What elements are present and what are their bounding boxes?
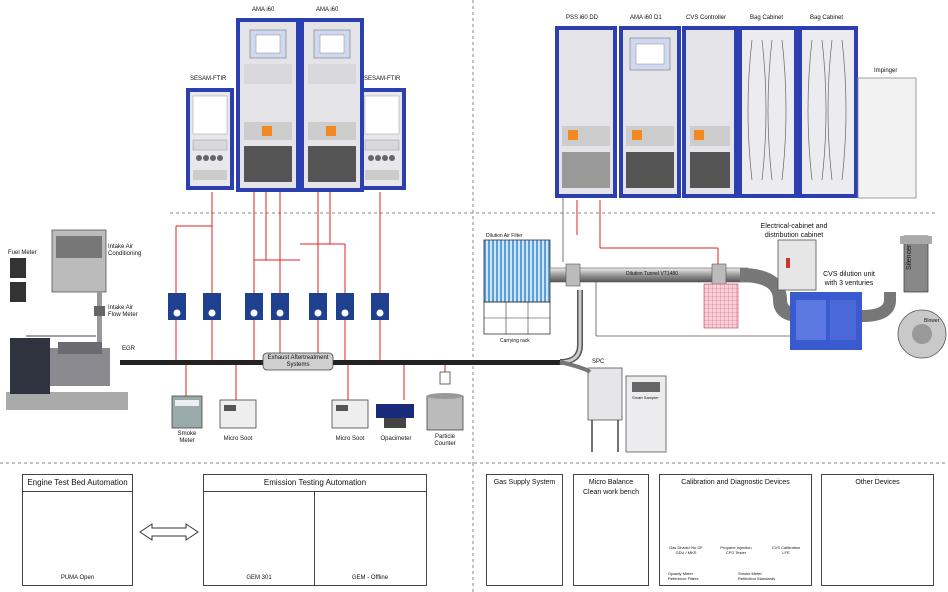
panel-micro-balance: Micro Balance Clean work bench — [573, 474, 649, 586]
double-arrow-icon — [139, 523, 199, 541]
label-ama-d1: AMA i60 D1 — [630, 15, 662, 21]
panel-title-gas-supply: Gas Supply System — [493, 479, 556, 486]
panel-emission-testing: Emission Testing Automation GEM 301 GEM … — [203, 474, 427, 586]
cvs-dilution-unit — [790, 292, 896, 350]
panel-title-calibration: Calibration and Diagnostic Devices — [681, 479, 790, 486]
micro-soot-device-2 — [331, 399, 369, 429]
sample-lines-left — [175, 192, 446, 400]
label-exhaust-aftertreatment: Exhaust Aftertreatment Systems — [267, 355, 329, 368]
label-intake-air-flow-meter: Intake Air Flow Meter — [108, 305, 138, 318]
sample-lines-right — [576, 200, 719, 264]
particle-counter-device — [426, 371, 464, 431]
panel-other-devices: Other Devices — [821, 474, 934, 586]
intake-air-conditioning-unit — [51, 229, 107, 293]
electrical-cabinet — [777, 239, 817, 291]
ama-i60-rack-2 — [300, 18, 364, 192]
label-bag-cabinet-2: Bag Cabinet — [810, 15, 844, 21]
dilution-air-filter — [483, 239, 551, 335]
label-sesam-right: SESAM-FTIR — [364, 76, 401, 82]
opacimeter-device — [376, 404, 414, 428]
label-spc: SPC — [592, 359, 605, 365]
fuel-meter — [10, 258, 26, 302]
label-micro-soot-1: Micro Soot — [223, 436, 253, 442]
label-ama-1: AMA i60 — [252, 7, 275, 13]
panel-title-engine-test-bed: Engine Test Bed Automation — [23, 478, 132, 492]
caption-propane-injection: Propane Injection CFO Tester — [720, 545, 752, 555]
ama-i60-rack-1 — [236, 18, 300, 192]
caption-puma-open: PUMA Open — [60, 575, 95, 581]
panel-title-emission-testing: Emission Testing Automation — [204, 478, 426, 492]
intake-air-flow-meter — [94, 292, 105, 342]
caption-smoke-meter: Smoke Meter Reflection Standards — [738, 571, 776, 581]
sesam-ftir-right-rack — [358, 88, 406, 190]
label-intake-air-conditioning: Intake Air Conditioning — [108, 244, 142, 257]
panel-title-other-devices: Other Devices — [855, 479, 900, 486]
analyzer-modules — [168, 293, 389, 320]
label-dilution-tunnel: Dilution Tunnel VT1480 — [626, 271, 678, 277]
label-opacimeter: Opacimeter — [380, 436, 412, 442]
label-silencer: Silencer — [906, 244, 913, 270]
panel-gas-supply: Gas Supply System — [486, 474, 563, 586]
label-cvs-controller: CVS Controller — [686, 15, 727, 21]
label-blower: Blower — [924, 318, 940, 324]
panel-engine-test-bed: Engine Test Bed Automation PUMA Open — [22, 474, 133, 586]
caption-gem-301: GEM 301 — [246, 575, 272, 581]
spc-unit — [559, 360, 623, 452]
caption-gem-offline: GEM - Offline — [351, 575, 389, 581]
panel-divider — [314, 492, 315, 585]
panel-calibration: Calibration and Diagnostic Devices Gas D… — [659, 474, 812, 586]
label-ama-2: AMA i60 — [316, 7, 339, 13]
smoke-meter-device — [171, 395, 203, 429]
label-bag-cabinet-1: Bag Cabinet — [750, 15, 784, 21]
engine-test-bed — [6, 335, 128, 410]
label-micro-soot-2: Micro Soot — [335, 436, 365, 442]
ama-i60-d1-rack — [619, 26, 681, 198]
label-sesam-left: SESAM-FTIR — [190, 76, 227, 82]
caption-opacity-meter: Opacity Meter Reference Filters — [668, 571, 699, 581]
silencer — [900, 235, 932, 293]
particulate-sampler — [703, 283, 739, 329]
label-carrying-rack: Carrying rack — [500, 338, 530, 344]
smart-sampler-unit — [625, 375, 667, 453]
micro-soot-device-1 — [219, 399, 257, 429]
caption-cvs-calibration: CVS Calibration LFE — [771, 545, 801, 555]
sesam-ftir-left-rack — [186, 88, 234, 190]
panel-title-micro-balance: Micro Balance Clean work bench — [582, 479, 640, 496]
label-cvs-dilution-unit: CVS dilution unit with 3 venturies — [823, 271, 875, 287]
label-fuel-meter: Fuel Meter — [8, 250, 37, 256]
bag-cabinet-2 — [798, 26, 858, 198]
label-egr: EGR — [122, 346, 136, 352]
pss-i60-dd-rack — [555, 26, 617, 198]
dilution-tunnel — [549, 263, 801, 322]
caption-gas-divider: Gas Divider No GF GDU / MKS — [669, 545, 703, 555]
label-smart-sampler: Smart Sampler — [632, 395, 659, 400]
label-dilution-air-filter: Dilution Air Filter — [486, 233, 523, 239]
label-particle-counter: Particle Counter — [434, 434, 456, 447]
label-electrical-cabinet: Electrical-cabinet and distribution cabi… — [760, 223, 828, 239]
label-smoke-meter: Smoke Meter — [177, 431, 197, 444]
bag-cabinet-1 — [738, 26, 798, 198]
label-impinger: Impinger — [874, 68, 898, 74]
grey-control-lines — [562, 198, 800, 337]
blower — [897, 309, 947, 359]
cvs-controller-rack — [682, 26, 738, 198]
label-pss: PSS i60 DD — [566, 15, 599, 21]
impinger-cabinet — [857, 77, 917, 199]
